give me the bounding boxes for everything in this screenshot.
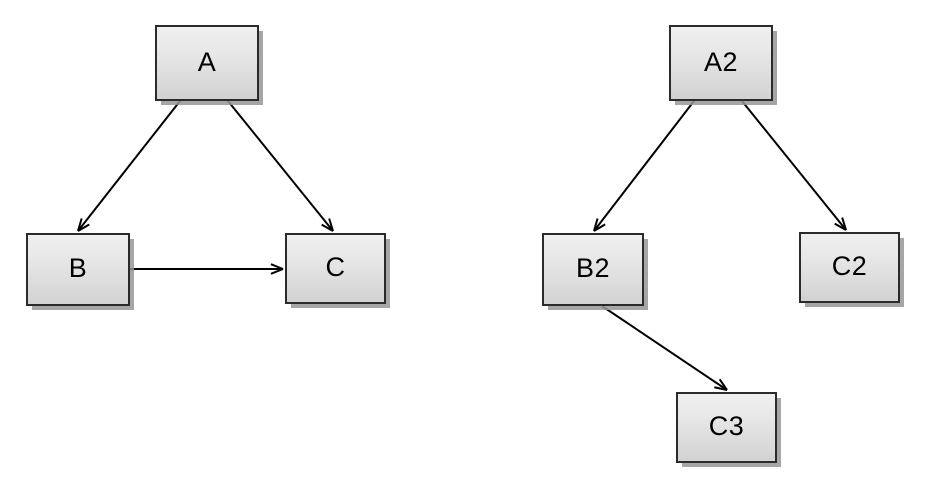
- node-a2[interactable]: A2: [669, 25, 773, 101]
- arrowhead-barb: [77, 218, 83, 232]
- arrowhead-barb: [714, 386, 728, 391]
- edge-a-c: [227, 100, 334, 232]
- arrowhead-barb: [321, 223, 334, 232]
- arrowhead-barb: [270, 268, 284, 275]
- node-b[interactable]: B: [26, 233, 130, 306]
- edge-line: [227, 100, 334, 232]
- arrowhead-barb: [593, 218, 599, 232]
- edge-a2-b2: [593, 100, 695, 232]
- edge-line: [593, 100, 695, 232]
- node-c[interactable]: C: [285, 233, 386, 304]
- edge-line: [77, 100, 181, 232]
- node-c2[interactable]: C2: [799, 232, 900, 303]
- edge-line: [601, 305, 728, 391]
- node-a[interactable]: A: [155, 25, 259, 101]
- arrowhead-barb: [718, 378, 728, 391]
- node-c3[interactable]: C3: [676, 392, 777, 463]
- edge-a2-c2: [741, 100, 847, 231]
- node-label: B2: [575, 253, 611, 283]
- arrowhead-barb: [77, 223, 90, 232]
- node-b2[interactable]: B2: [542, 233, 644, 306]
- node-label: C2: [831, 251, 868, 281]
- node-label: A: [197, 46, 217, 77]
- node-label: C: [325, 252, 346, 282]
- arrowhead-barb: [593, 223, 606, 232]
- node-label: A2: [703, 46, 739, 77]
- edge-b-c: [130, 263, 284, 275]
- arrowhead-barb: [328, 218, 334, 232]
- edge-a-b: [77, 100, 181, 232]
- node-label: B: [68, 253, 88, 283]
- edge-line: [741, 100, 847, 231]
- arrowhead-barb: [841, 217, 847, 231]
- arrowhead-barb: [834, 222, 847, 231]
- node-label: C3: [708, 411, 745, 441]
- arrowhead-barb: [270, 263, 284, 270]
- edge-b2-c3: [601, 305, 728, 391]
